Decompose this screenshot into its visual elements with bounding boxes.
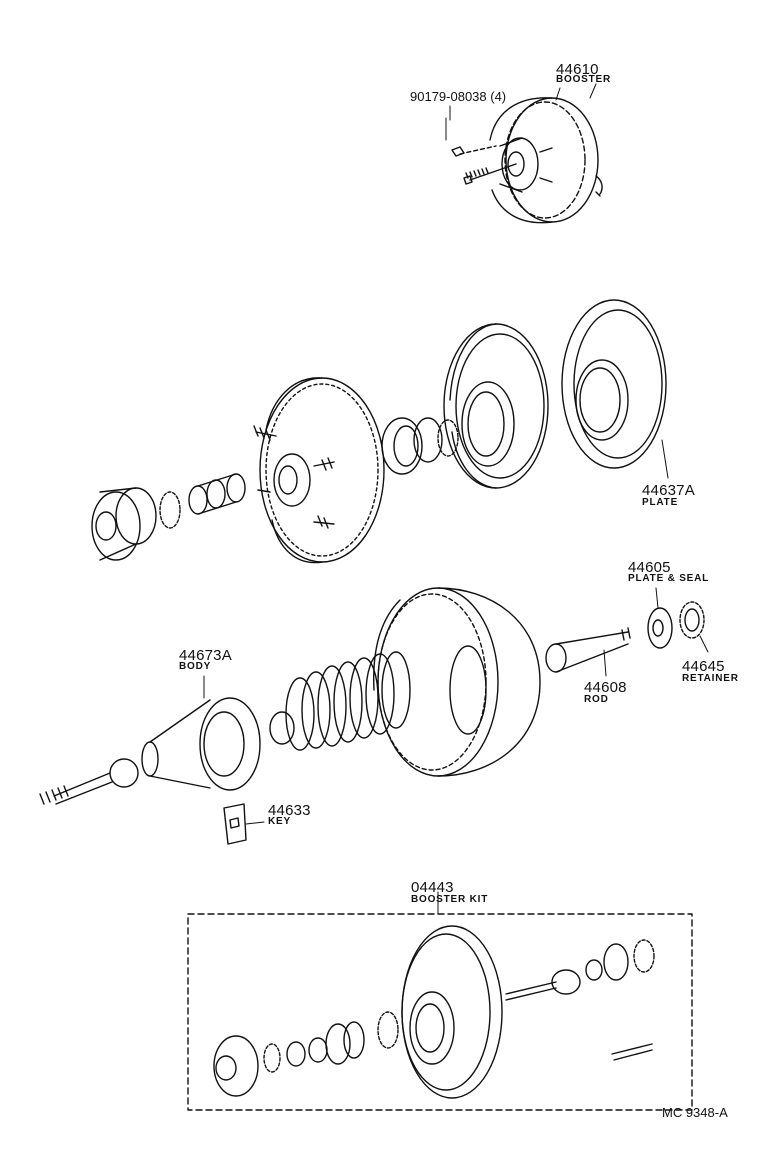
plate-44637a-shape: [561, 299, 669, 479]
part-name-booster-kit: BOOSTER KIT: [411, 894, 489, 905]
figure-code: MC 9348-A: [662, 1105, 728, 1120]
seal-rings: [381, 417, 459, 475]
part-name-rod: ROD: [584, 694, 609, 705]
part-name-plate: PLATE: [642, 497, 679, 508]
part-name-body: BODY: [179, 661, 212, 672]
part-name-retainer: RETAINER: [682, 673, 739, 684]
body-44673a-shape: [39, 675, 261, 805]
booster-assembly: [445, 87, 603, 224]
diaphragm: [443, 323, 549, 489]
part-number-44645: 44645: [682, 658, 725, 675]
retainer-44645-shape: [679, 601, 709, 653]
part-number-44608: 44608: [584, 679, 627, 696]
rear-shell: [373, 587, 541, 777]
part-name-key: KEY: [268, 816, 291, 827]
part-number-44633: 44633: [268, 802, 311, 819]
rod-44608-shape: [545, 627, 631, 677]
part-number-44673a: 44673A: [179, 647, 232, 664]
small-seals: [91, 473, 246, 561]
part-name-booster: BOOSTER: [556, 74, 612, 85]
part-number-44605: 44605: [628, 559, 671, 576]
return-spring: [269, 651, 411, 751]
front-shell: [253, 377, 385, 564]
leader-lines: [449, 83, 597, 121]
plate-seal-44605-shape: [647, 587, 673, 649]
part-number-90179-08038: 90179-08038 (4): [410, 89, 507, 104]
booster-kit-group: [187, 891, 693, 1111]
part-number-44637a: 44637A: [642, 482, 695, 499]
part-number-44610: 44610: [556, 61, 599, 78]
part-number-04443: 04443: [411, 879, 454, 896]
part-name-plate-seal: PLATE & SEAL: [628, 573, 710, 584]
key-44633-shape: [223, 803, 265, 845]
